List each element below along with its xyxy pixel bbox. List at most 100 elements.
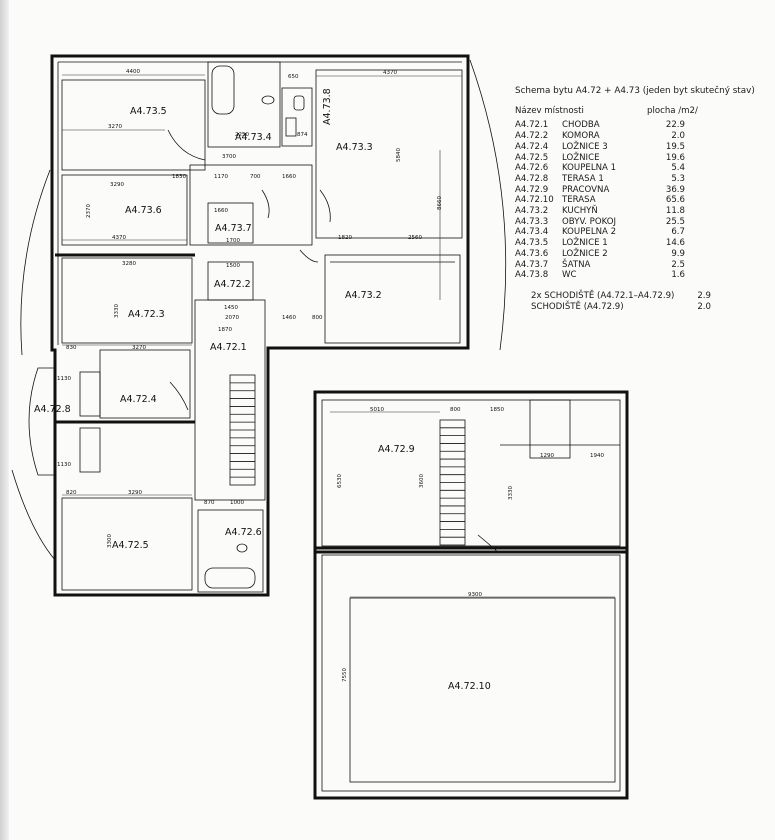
room-code: A4.72.4 [515,141,549,152]
terrace-planter [349,597,616,783]
sink-icon [261,95,275,105]
room-area: 6.7 [671,227,685,238]
dim-label: 800 [450,407,461,413]
room-label-a4726: A4.72.6 [225,527,262,538]
room-name: KUCHYŇ [562,206,598,217]
room-area: 11.8 [665,206,685,217]
dim-label: 700 [250,174,261,180]
room-code: A4.73.3 [515,216,549,227]
dim-label: 3280 [122,261,136,267]
room-area-table: Schema bytu A4.72 + A4.73 (jeden byt sku… [515,86,770,312]
dim-label: 1940 [590,453,604,459]
room-code: A4.72.2 [515,131,549,142]
dim-label: 1170 [214,174,228,180]
room-a4726-outline [197,509,264,593]
room-a4736-outline [61,174,188,246]
dim-label: 3330 [508,486,514,500]
outer-arc-left [20,169,51,356]
room-a4724-outline [99,349,191,419]
room-a4729-inner [321,399,621,547]
dim-label: 4370 [112,235,126,241]
header-room-name: Název místnosti [515,105,584,116]
table-row: A4.72.8 TERASA 1 5.3 [515,174,770,185]
dim-label: 3300 [107,534,113,548]
outer-arc-lower [11,469,56,561]
room-label-a4722: A4.72.2 [214,279,251,290]
room-a4734-outline [207,61,281,148]
dim-label: 3700 [222,154,236,160]
room-name: PRACOVNA [562,184,610,195]
room-area: 5.4 [671,163,685,174]
stairs-steps [230,382,255,478]
room-code: A4.73.2 [515,206,549,217]
room-name: LOŽNICE 1 [562,238,608,249]
room-area: 25.5 [665,216,685,227]
dim-label: 2560 [408,235,422,241]
room-a4738-outline [281,87,313,147]
dim-label: 1700 [226,238,240,244]
dim-label: 1130 [57,462,71,468]
dim-label: 2250 [235,132,249,138]
room-area: 65.6 [665,195,685,206]
sink-icon-2 [236,543,248,553]
room-name: LOŽNICE [562,152,600,163]
room-name: TERASA 1 [562,173,604,184]
table-row: SCHODIŠTĚ (A4.72.9)2.0 [515,302,770,313]
stairs-area: 2.9 [697,290,711,301]
dim-label: 2070 [225,315,239,321]
room-a4732-outline [324,254,461,344]
table-row: A4.72.2 KOMORA 2.0 [515,131,770,142]
door-swing [299,249,319,263]
room-name: KOUPELNA 1 [562,163,617,174]
room-code: A4.73.5 [515,238,549,249]
stairs-label: SCHODIŠTĚ (A4.72.9) [531,301,624,312]
room-name: KOMORA [562,131,600,142]
room-label-a4736: A4.73.6 [125,205,162,216]
dim-label: 3270 [108,124,122,130]
dim-label: 5010 [370,407,384,413]
room-a4733-outline [315,69,463,239]
room-label-a4729: A4.72.9 [378,444,415,455]
room-code: A4.72.9 [515,184,549,195]
room-area: 2.0 [671,131,685,142]
closet-upper [79,371,101,417]
room-a4723-outline [61,257,193,344]
room-code: A4.73.4 [515,227,549,238]
room-area: 5.3 [671,173,685,184]
outer-arc-right [469,59,507,351]
door-swing [261,189,270,219]
dim-label: 1850 [490,407,504,413]
room-a4728-outline [28,367,56,476]
room-a4737-outline [207,202,254,244]
room-label-a4724: A4.72.4 [120,394,157,405]
dim-label: 6530 [337,474,343,488]
room-area: 19.6 [665,152,685,163]
room-name: ŠATNA [562,259,591,270]
dim-label: 1830 [172,174,186,180]
room-name: LOŽNICE 2 [562,248,608,259]
dim-label: 1450 [224,305,238,311]
room-code: A4.72.6 [515,163,549,174]
room-area: 22.9 [665,120,685,131]
room-area: 1.6 [671,270,685,281]
room-label-a4735: A4.73.5 [130,106,167,117]
room-code: A4.72.8 [515,173,549,184]
dim-label: 1130 [57,376,71,382]
dim-label: 800 [312,315,323,321]
room-label-a4725: A4.72.5 [112,540,149,551]
room-a4735-outline [61,79,206,171]
room-label-a4728: A4.72.8 [34,404,71,415]
room-label-a4732: A4.73.2 [345,290,382,301]
room-label-a4721: A4.72.1 [210,342,247,353]
